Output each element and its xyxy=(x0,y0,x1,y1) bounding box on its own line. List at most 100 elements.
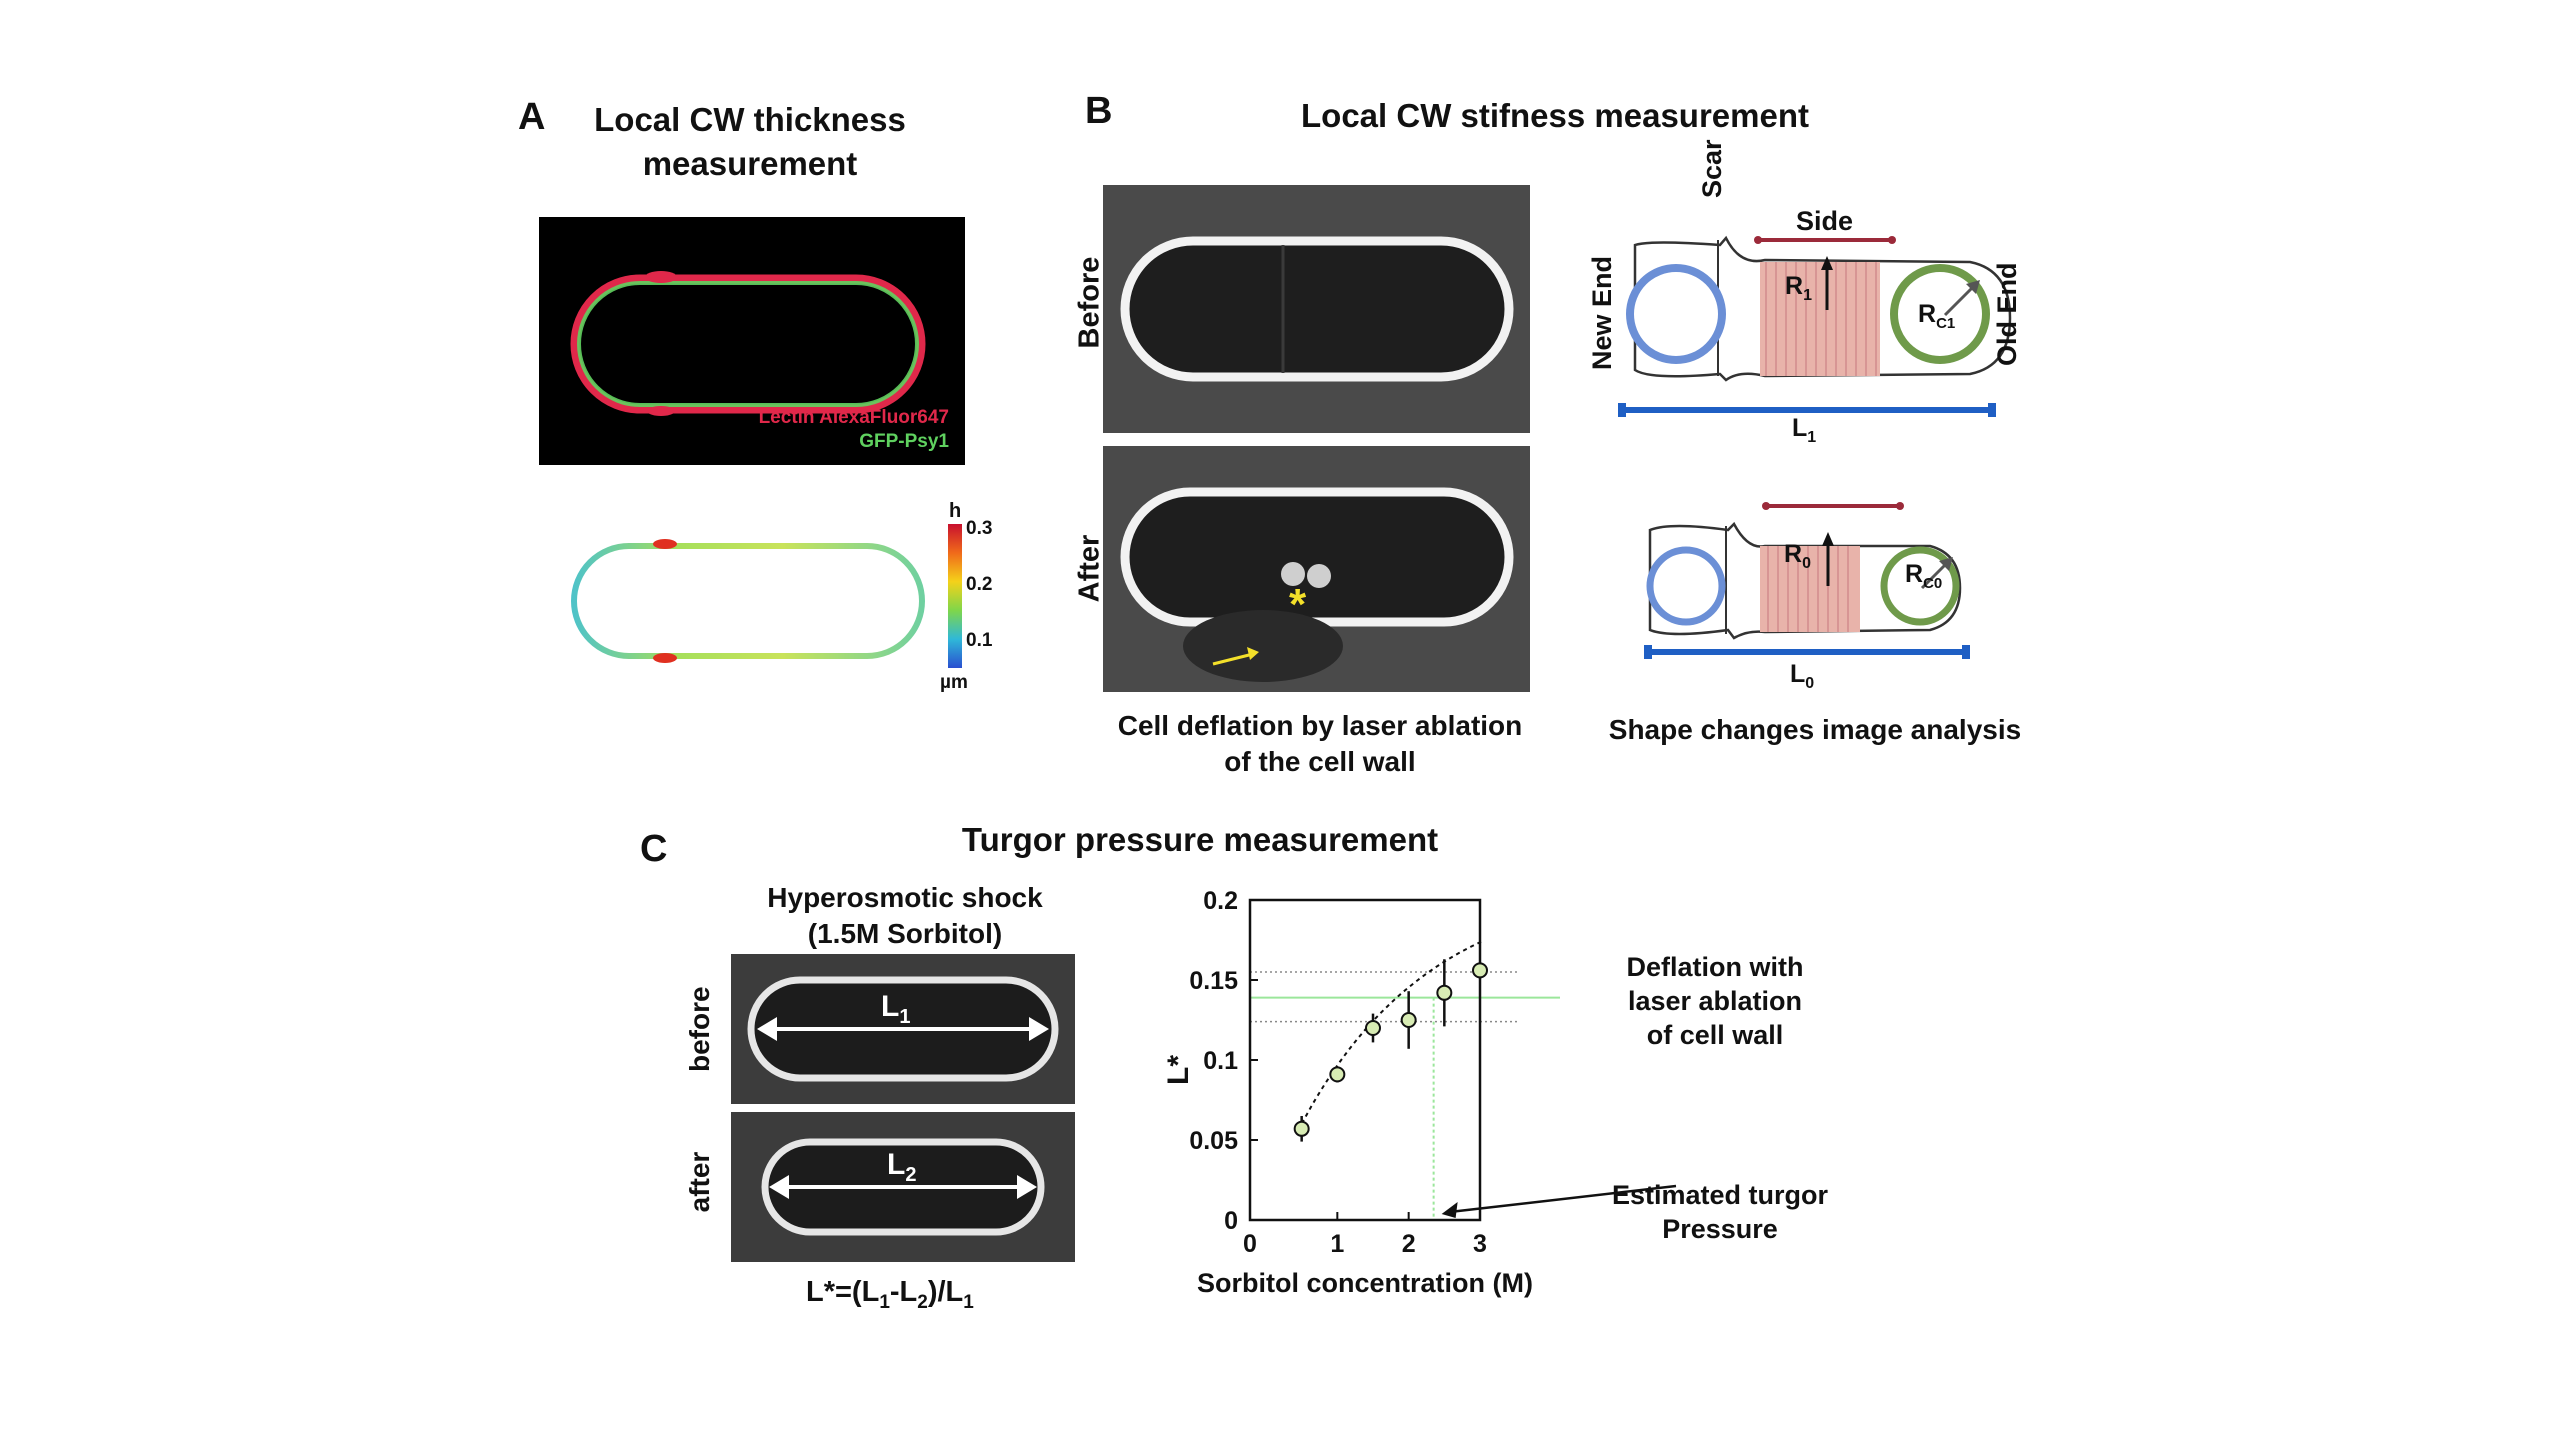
x-tick-label-0: 0 xyxy=(1243,1230,1257,1258)
y-tick-label-3: 0.15 xyxy=(1189,967,1238,995)
data-point-3 xyxy=(1400,1012,1417,1028)
rc1-arrow xyxy=(1943,283,1977,317)
new-end-circle xyxy=(1626,264,1726,364)
panel-b-caption2: Shape changes image analysis xyxy=(1608,714,2022,745)
panel-b-letter: B xyxy=(1085,90,1113,132)
side-label: Side xyxy=(1796,206,1854,236)
shock-caption-line1: Hyperosmotic shock xyxy=(767,882,1043,913)
shock-after-label: after xyxy=(684,1151,715,1213)
cell-outline-before xyxy=(1633,235,2012,382)
panel-b-caption: Cell deflation by laser ablation of the … xyxy=(1090,708,1550,780)
after-arrow-line xyxy=(1212,652,1254,666)
turgor-annotation-line2: Pressure xyxy=(1662,1214,1778,1244)
shock-caption-line2: (1.5M Sorbitol) xyxy=(807,918,1003,949)
data-point-0 xyxy=(1293,1120,1310,1137)
after-spot-1 xyxy=(1281,562,1305,586)
colorbar-tick-1: 0.2 xyxy=(966,574,993,595)
colorbar xyxy=(948,524,962,668)
shock-after-micrograph: L2 xyxy=(731,1112,1075,1262)
rc0-arrow xyxy=(1920,560,1950,590)
l2-micro-label: L2 xyxy=(887,1148,917,1186)
shock-caption: Hyperosmotic shock (1.5M Sorbitol) xyxy=(720,880,1090,952)
after-debris xyxy=(1183,610,1343,682)
turgor-arrow-head xyxy=(1441,1202,1458,1218)
old-end-circle-after xyxy=(1880,546,1960,626)
panel-b-caption-line2: of the cell wall xyxy=(1224,746,1416,777)
x-tick-label-1: 1 xyxy=(1330,1230,1344,1258)
new-end-circle-after xyxy=(1646,546,1726,626)
deflation-annotation-line1: Deflation with xyxy=(1626,952,1804,982)
shock-before-label: before xyxy=(684,986,715,1072)
fit-curve xyxy=(1297,940,1482,1132)
side-region-after xyxy=(1760,546,1860,632)
legend-lectin: Lectin AlexaFluor647 xyxy=(758,407,949,428)
before-cell-svg xyxy=(1120,236,1514,382)
deflation-annotation-line2: laser ablation xyxy=(1627,986,1803,1016)
lstar-formula: L*=(L1-L2)/L1 xyxy=(806,1276,974,1313)
panel-c-letter: C xyxy=(640,828,668,870)
panel-a-letter: A xyxy=(518,96,546,138)
y-tick-label-0: 0 xyxy=(1224,1207,1238,1235)
panel-b-title: Local CW stifness measurement xyxy=(1301,97,1809,134)
rc0-label: RC0 xyxy=(1905,560,1943,592)
y-axis-label: L* xyxy=(1162,1055,1195,1085)
panel-b-caption-line1: Cell deflation by laser ablation xyxy=(1117,710,1523,741)
l0-label: L0 xyxy=(1790,660,1815,692)
data-point-1 xyxy=(1329,1066,1346,1083)
thickness-hotspot-top xyxy=(653,539,677,549)
after-label: After xyxy=(1073,534,1106,603)
fluorescence-cell-svg xyxy=(570,271,926,416)
scar-bump-bottom xyxy=(647,406,675,416)
old-end-label: Old End xyxy=(1992,262,2022,367)
new-end-label: New End xyxy=(1587,255,1617,370)
x-axis-label: Sorbitol concentration (M) xyxy=(1197,1268,1533,1298)
shock-before-svg xyxy=(747,976,1059,1082)
panel-a-title: Local CW thickness measurement xyxy=(560,98,940,186)
y-tick-label-2: 0.1 xyxy=(1203,1047,1238,1075)
data-point-4 xyxy=(1436,984,1453,1001)
plot-frame xyxy=(1248,898,1482,1222)
fluorescence-micrograph: Lectin AlexaFluor647 GFP-Psy1 xyxy=(539,217,965,465)
legend-gfp: GFP-Psy1 xyxy=(859,431,949,452)
before-label: Before xyxy=(1073,256,1106,349)
colorbar-unit: µm xyxy=(940,672,968,693)
colorbar-top-label: h xyxy=(949,500,962,522)
shape-diagram-before xyxy=(1618,235,2012,417)
after-spot-2 xyxy=(1307,564,1331,588)
scar-bump-top xyxy=(645,271,677,283)
x-tick-label-2: 2 xyxy=(1402,1230,1416,1258)
y-tick-label-1: 0.05 xyxy=(1189,1127,1238,1155)
data-point-5 xyxy=(1472,962,1488,979)
side-region-before xyxy=(1760,262,1880,376)
after-cell-svg xyxy=(1120,487,1514,682)
panel-a-title-line1: Local CW thickness xyxy=(594,101,906,138)
r0-label: R0 xyxy=(1784,540,1811,572)
lectin-outline xyxy=(570,274,926,414)
colorbar-tick-2: 0.1 xyxy=(966,630,993,651)
thickness-outline xyxy=(571,543,925,659)
thickness-map xyxy=(571,539,925,663)
colorbar-tick-0: 0.3 xyxy=(966,518,993,539)
rc1-label: RC1 xyxy=(1918,300,1956,332)
shape-diagram-after xyxy=(1644,502,1970,659)
deflation-annotation: Deflation with laser ablation of cell wa… xyxy=(1590,950,1840,1052)
turgor-annotation: Estimated turgor Pressure xyxy=(1600,1178,1840,1246)
after-micrograph: * xyxy=(1103,446,1530,692)
l1-label: L1 xyxy=(1792,414,1817,446)
gfp-outline xyxy=(577,281,919,407)
ablation-asterisk: * xyxy=(1289,580,1307,629)
after-arrow-head xyxy=(1247,647,1259,660)
data-point-2 xyxy=(1365,1020,1381,1036)
turgor-arrow-line xyxy=(1449,1184,1677,1214)
l1-micro-label: L1 xyxy=(881,990,911,1028)
x-tick-label-3: 3 xyxy=(1473,1230,1487,1258)
r1-label: R1 xyxy=(1785,272,1812,304)
deflation-annotation-line3: of cell wall xyxy=(1646,1020,1784,1050)
old-end-circle xyxy=(1890,264,1990,364)
before-cell xyxy=(1120,236,1514,382)
cell-outline-after xyxy=(1648,521,1962,640)
turgor-annotation-line1: Estimated turgor xyxy=(1611,1180,1829,1210)
shock-after-svg xyxy=(761,1138,1045,1236)
scar-label: Scar xyxy=(1697,139,1727,198)
